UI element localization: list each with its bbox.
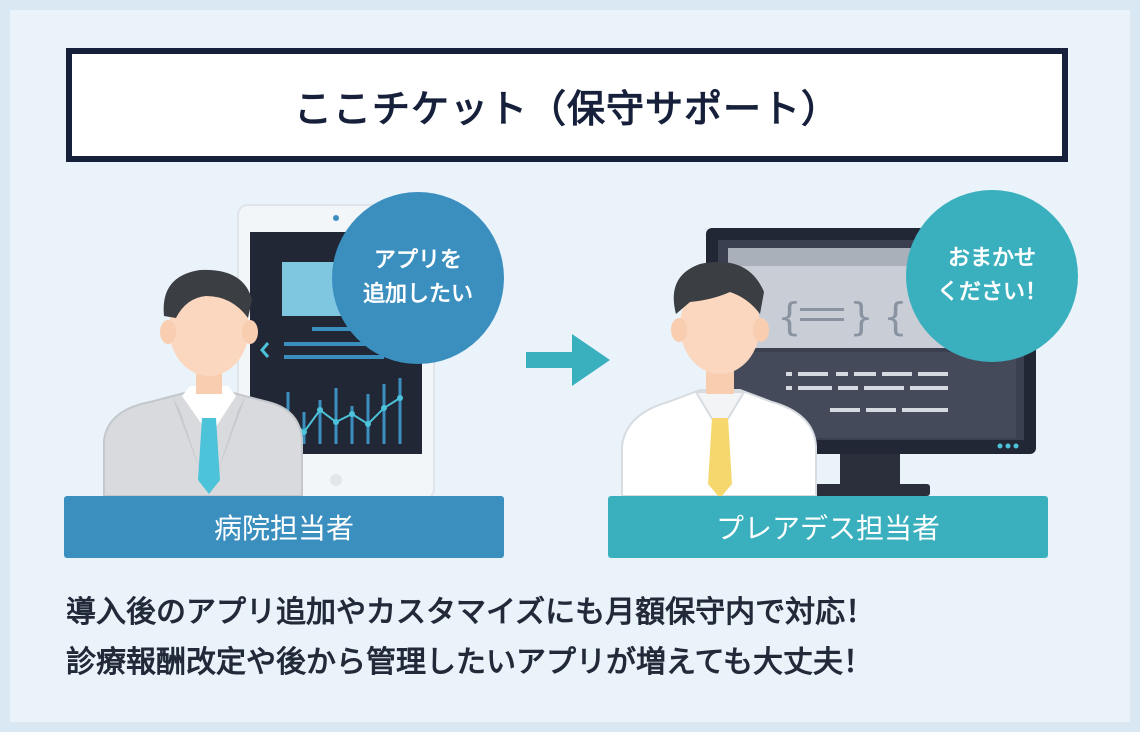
svg-text:{: {: [778, 295, 801, 339]
hospital-staff-person-icon: [103, 269, 303, 497]
pleiades-staff-label-text: プレアデス担当者: [715, 512, 940, 545]
right-arrow-icon: [526, 334, 610, 386]
description-line2: 診療報酬改定や後から管理したいアプリが増えても大丈夫！: [66, 645, 873, 680]
svg-text:}: }: [850, 295, 873, 339]
title-box: ここチケット（保守サポート）: [66, 48, 1068, 162]
pleiades-staff-label: プレアデス担当者: [608, 496, 1048, 558]
bubble-request-line2: 追加したい: [362, 282, 473, 307]
hospital-staff-label-text: 病院担当者: [213, 512, 354, 545]
pleiades-staff-person-icon: [621, 261, 817, 498]
speech-bubble-response: おまかせ ください！: [906, 190, 1078, 362]
svg-text:{: {: [884, 295, 907, 339]
speech-bubble-request: アプリを 追加したい: [332, 192, 504, 364]
bubble-response-line1: おまかせ: [947, 246, 1036, 271]
bubble-response-line2: ください！: [936, 280, 1047, 305]
page-title: ここチケット（保守サポート）: [293, 86, 840, 131]
bubble-request-line1: アプリを: [373, 248, 462, 273]
description-line1: 導入後のアプリ追加やカスタマイズにも月額保守内で対応！: [66, 595, 876, 630]
description: 導入後のアプリ追加やカスタマイズにも月額保守内で対応！ 診療報酬改定や後から管理…: [66, 588, 1076, 688]
hospital-staff-label: 病院担当者: [64, 496, 504, 558]
